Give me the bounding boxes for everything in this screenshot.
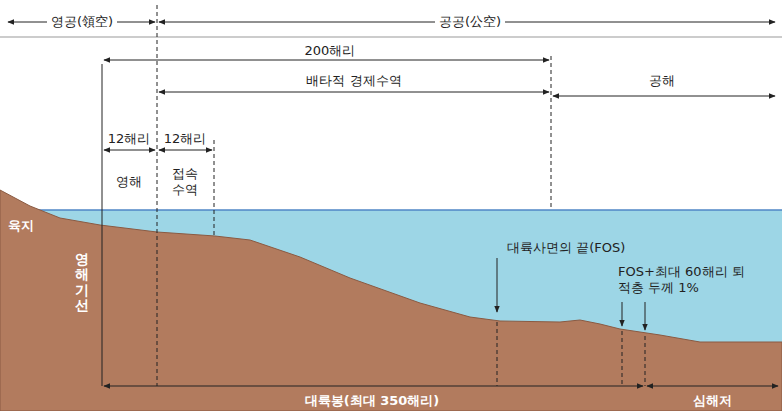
pointer-arrow xyxy=(645,302,646,330)
dimension-arrow xyxy=(104,386,643,387)
zone-label: 접속 수역 xyxy=(167,166,203,198)
boundary-dash xyxy=(157,5,158,386)
pointer-arrow xyxy=(622,302,623,326)
baseline-label: 영해기선 xyxy=(75,252,89,314)
top-rule xyxy=(0,37,782,38)
zone-label: 영해 xyxy=(116,174,142,190)
baseline-line xyxy=(102,64,103,386)
airspace-label: 영공(領空) xyxy=(47,14,117,30)
distance-label: 12해리 xyxy=(108,131,151,147)
pointer-label: 대륙사면의 끝(FOS) xyxy=(507,240,625,256)
dimension-arrow xyxy=(647,386,778,387)
dimension-arrow xyxy=(159,92,549,93)
dimension-arrow xyxy=(159,150,212,151)
boundary-dash xyxy=(645,336,646,386)
zone-label: 배타적 경제수역 xyxy=(306,73,401,89)
dimension-arrow xyxy=(104,150,155,151)
distance-label: 200해리 xyxy=(305,43,356,59)
dimension-arrow xyxy=(553,96,775,97)
sea-surface xyxy=(0,209,782,211)
land-seabed xyxy=(0,190,782,411)
zone-label: 공해 xyxy=(649,73,675,89)
boundary-dash xyxy=(551,56,552,210)
boundary-dash xyxy=(497,322,498,386)
boundary-dash xyxy=(214,140,215,236)
boundary-dash xyxy=(622,331,623,386)
pointer-arrow xyxy=(497,258,498,312)
land-label: 육지 xyxy=(8,218,34,234)
zone-label: 대륙봉(최대 350해리) xyxy=(305,393,440,409)
airspace-label: 공공(公空) xyxy=(435,14,505,30)
distance-label: 12해리 xyxy=(164,131,207,147)
dimension-arrow xyxy=(104,60,549,61)
zone-label: 심해저 xyxy=(693,393,732,409)
pointer-label: FOS+최대 60해리 퇴적층 두께 1% xyxy=(618,264,748,296)
